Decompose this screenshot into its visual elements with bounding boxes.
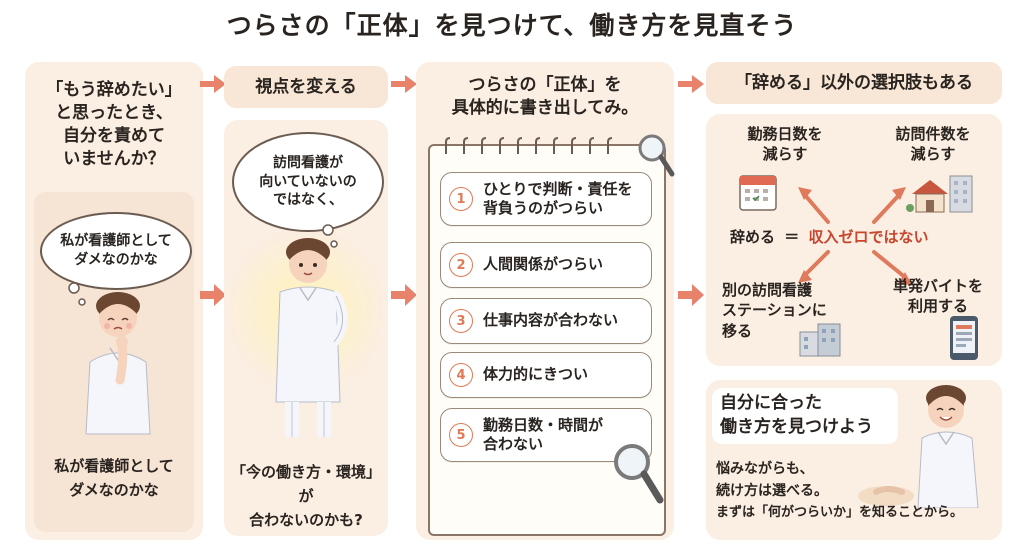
option-line: 移る — [722, 321, 753, 340]
arrow-right-icon — [391, 75, 417, 93]
magnifier-icon — [614, 444, 664, 504]
reason-item: 3 仕事内容が合わない — [440, 298, 652, 344]
option-reduce-visits: 訪問件数を 減らす — [878, 124, 988, 165]
thought-bubble-self-blame: 私が看護師として ダメなのかな — [40, 212, 192, 290]
reason-text: 人間関係がつらい — [483, 255, 604, 274]
equals-sign: ＝ — [784, 228, 800, 246]
reason-item: 2 人間関係がつらい — [440, 242, 652, 288]
thought-line: 向いていないの — [259, 173, 357, 190]
header-text: 視点を変える — [255, 76, 357, 97]
center-left-text: 辞める — [730, 228, 776, 246]
closing-title-line: 自分に合った — [720, 393, 822, 413]
thought-bubble-perspective: 訪問看護が 向いていないの ではなく、 — [232, 132, 384, 232]
reason-text: 仕事内容が合わない — [483, 311, 619, 330]
header-line: 「もう辞めたい」 — [46, 80, 182, 101]
option-line: 利用する — [907, 297, 968, 316]
caption-perspective: 「今の働き方・環境」が 合わないのかも? — [224, 460, 388, 532]
header-write-out: つらさの「正体」を 具体的に書き出してみ。 — [420, 66, 670, 128]
step-number: 4 — [449, 363, 473, 387]
header-line: と思ったとき、 — [55, 103, 173, 124]
arrow-right-icon — [200, 284, 226, 306]
header-line: 具体的に書き出してみ。 — [451, 98, 639, 118]
table-hands — [858, 486, 914, 506]
arrow-right-icon — [200, 75, 226, 93]
nurse-smiling-illustration — [917, 385, 979, 508]
magnifier-icon — [638, 134, 675, 177]
house-icon — [906, 175, 973, 213]
arrow-right-icon — [678, 75, 704, 93]
closing-line: まずは「何がつらいか」を知ることから。 — [716, 504, 964, 520]
calendar-icon — [739, 175, 777, 211]
option-arrows — [798, 187, 912, 285]
header-line: つらさの「正体」を — [468, 75, 622, 96]
option-line: ステーションに — [722, 301, 827, 320]
header-alternatives: 「辞める」以外の選択肢もある — [706, 62, 1002, 104]
reason-text: 体力的にきつい — [483, 365, 589, 384]
thought-line: ではなく、 — [273, 192, 343, 209]
reason-item: 5 勤務日数・時間が 合わない — [440, 408, 652, 462]
option-line: 訪問件数を — [895, 125, 971, 143]
caption-line: 「今の働き方・環境」が — [230, 463, 381, 505]
reason-item: 1 ひとりで判断・責任を 背負うのがつらい — [440, 172, 652, 226]
thought-dots — [322, 224, 338, 248]
option-part-time: 単発バイトを 利用する — [880, 276, 996, 317]
header-change-perspective: 視点を変える — [224, 66, 388, 108]
header-text: 「辞める」以外の選択肢もある — [735, 72, 973, 93]
caption-self-blame: 私が看護師として ダメなのかな — [34, 454, 194, 502]
arrow-right-icon — [391, 284, 417, 306]
nurse-confident-illustration — [275, 238, 348, 437]
caption-line: ダメなのかな — [69, 481, 159, 499]
reason-text: 背負うのがつらい — [483, 199, 604, 217]
closing-title: 自分に合った 働き方を見つけよう — [712, 388, 898, 444]
option-change-station: 別の訪問看護 ステーションに 移る — [722, 280, 842, 341]
header-line: 自分を責めて — [63, 126, 165, 146]
reason-text: 合わない — [483, 435, 544, 453]
smartphone-icon — [950, 316, 978, 360]
option-line: 別の訪問看護 — [722, 281, 813, 299]
option-line: 減らす — [762, 145, 808, 164]
header-self-blame: 「もう辞めたい」 と思ったとき、 自分を責めて いませんか？ — [35, 66, 193, 184]
reason-text: 勤務日数・時間が — [483, 415, 604, 434]
arrow-right-icon — [678, 284, 704, 306]
option-line: 単発バイトを — [892, 277, 983, 295]
header-line: いませんか？ — [63, 148, 165, 169]
reason-item: 4 体力的にきつい — [440, 352, 652, 398]
caption-line: 私が看護師として — [54, 457, 174, 475]
notepad-rings — [445, 137, 613, 154]
closing-title-line: 働き方を見つけよう — [720, 416, 873, 437]
closing-message: 悩みながらも、 続け方は選べる。 まずは「何がつらいか」を知ることから。 — [716, 458, 1002, 524]
closing-line: 悩みながらも、 — [716, 461, 814, 477]
step-number: 5 — [449, 423, 473, 447]
thought-dots — [68, 282, 86, 306]
caption-line: 合わないのかも? — [249, 511, 363, 529]
option-line: 減らす — [910, 145, 956, 164]
reason-text: ひとりで判断・責任を — [483, 179, 633, 198]
thought-line: 私が看護師として — [60, 233, 172, 250]
step-number: 3 — [449, 309, 473, 333]
option-line: 勤務日数を — [747, 125, 823, 143]
step-number: 2 — [449, 253, 473, 277]
thought-line: ダメなのかな — [74, 252, 158, 268]
step-number: 1 — [449, 187, 473, 211]
center-right-text: 収入ゼロではない — [808, 228, 929, 246]
closing-line: 続け方は選べる。 — [716, 483, 828, 500]
thought-line: 訪問看護が — [273, 154, 343, 171]
option-reduce-days: 勤務日数を 減らす — [730, 124, 840, 165]
nurse-worried-illustration — [85, 292, 151, 435]
center-statement: 辞める ＝ 収入ゼロではない — [730, 226, 992, 247]
page-title: つらさの「正体」を見つけて、働き方を見直そう — [226, 11, 798, 40]
office-building-icon — [799, 323, 841, 357]
